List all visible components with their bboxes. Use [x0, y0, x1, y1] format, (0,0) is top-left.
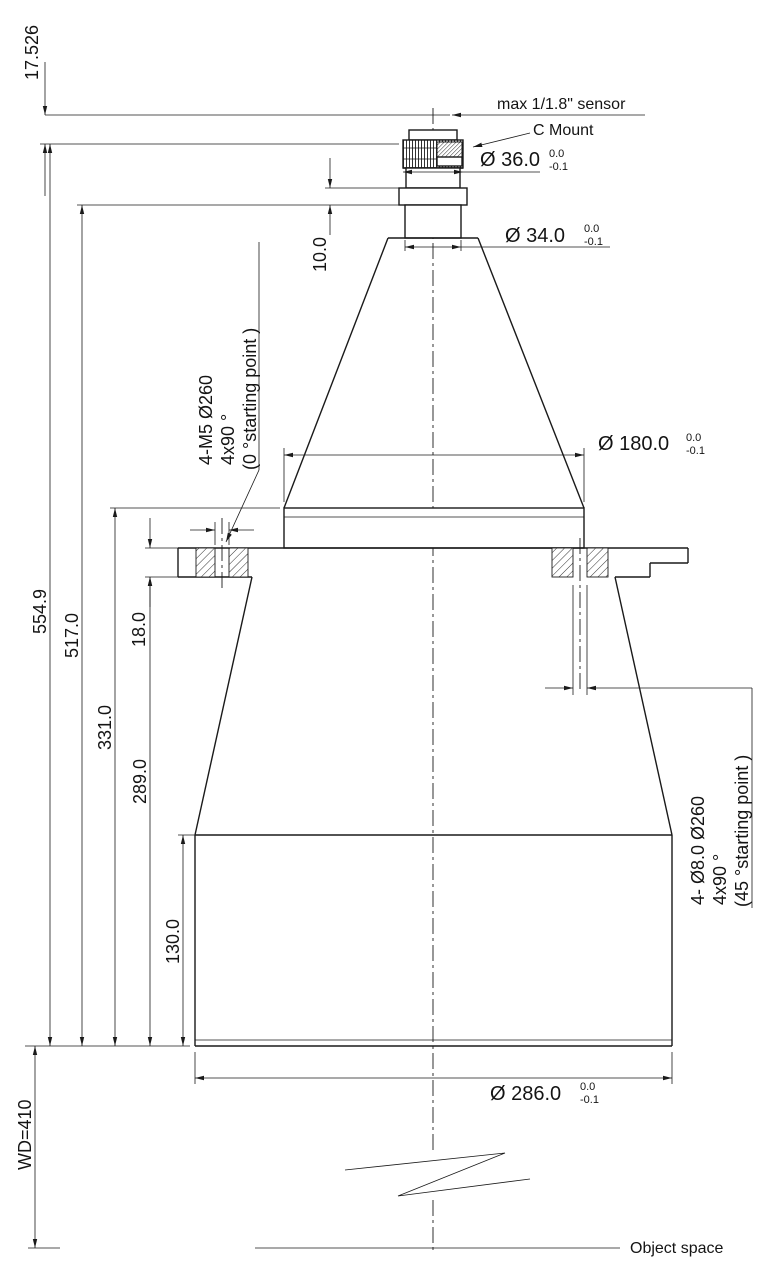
dimension-lines: [32, 62, 753, 1248]
c-mount-leader: [472, 132, 531, 148]
dim-dia-180: Ø 180.0: [598, 433, 669, 455]
tol-upper-36: 0.0: [549, 148, 564, 160]
dim-length-130: 130.0: [163, 919, 183, 964]
dim-length-331: 331.0: [95, 705, 115, 750]
rear-bolt-note-leader: [225, 469, 260, 543]
front-bolt-note-line2: 4x90 °: [710, 854, 730, 905]
front-bolt-note-line1: 4- Ø8.0 Ø260: [688, 796, 708, 905]
annotation-labels: max 1/1.8" sensor C Mount Object space: [497, 96, 723, 1257]
tol-lower-36: -0.1: [549, 161, 568, 173]
tol-upper-180: 0.0: [686, 432, 701, 444]
label-sensor-note: max 1/1.8" sensor: [497, 96, 626, 113]
tol-lower-286: -0.1: [580, 1094, 599, 1106]
diameter-dimension-texts: Ø 36.0 0.0 -0.1 Ø 34.0 0.0 -0.1 Ø 180.0 …: [480, 148, 705, 1106]
dim-length-289: 289.0: [130, 759, 150, 804]
c-mount-thread-section: [436, 141, 463, 158]
dim-sensor-flange-distance: 17.526: [22, 25, 42, 80]
flange-section-hatching: [195, 518, 609, 690]
dim-dia-36: Ø 36.0: [480, 149, 540, 171]
lens-body-outline: [177, 129, 689, 1047]
rear-bolt-note: 4-M5 Ø260 4x90 ° (0 °starting point ): [196, 328, 260, 470]
rear-bolt-note-line3: (0 °starting point ): [240, 328, 260, 470]
tol-lower-34: -0.1: [584, 236, 603, 248]
axis-break-symbol: [344, 1152, 531, 1197]
front-bolt-note: 4- Ø8.0 Ø260 4x90 ° (45 °starting point …: [688, 755, 752, 907]
extension-lines: [25, 114, 673, 1249]
dim-total-length: 554.9: [30, 589, 50, 634]
vertical-dimension-texts: 17.526 554.9 517.0 331.0 289.0 18.0 130.…: [15, 25, 330, 1170]
dim-dia-286: Ø 286.0: [490, 1083, 561, 1105]
label-object-space: Object space: [630, 1240, 723, 1257]
tol-upper-34: 0.0: [584, 223, 599, 235]
rear-bolt-note-line1: 4-M5 Ø260: [196, 375, 216, 465]
tol-lower-180: -0.1: [686, 445, 705, 457]
d180-section: [283, 507, 585, 549]
label-c-mount: C Mount: [533, 122, 594, 139]
dim-working-distance: WD=410: [15, 1099, 35, 1170]
dim-flange-thickness: 18.0: [129, 612, 149, 647]
dim-dia-34: Ø 34.0: [505, 225, 565, 247]
tol-upper-286: 0.0: [580, 1081, 595, 1093]
front-bolt-note-line3: (45 °starting point ): [732, 755, 752, 907]
dim-length-517: 517.0: [62, 613, 82, 658]
dim-step-10: 10.0: [310, 237, 330, 272]
rear-bolt-note-line2: 4x90 °: [218, 414, 238, 465]
